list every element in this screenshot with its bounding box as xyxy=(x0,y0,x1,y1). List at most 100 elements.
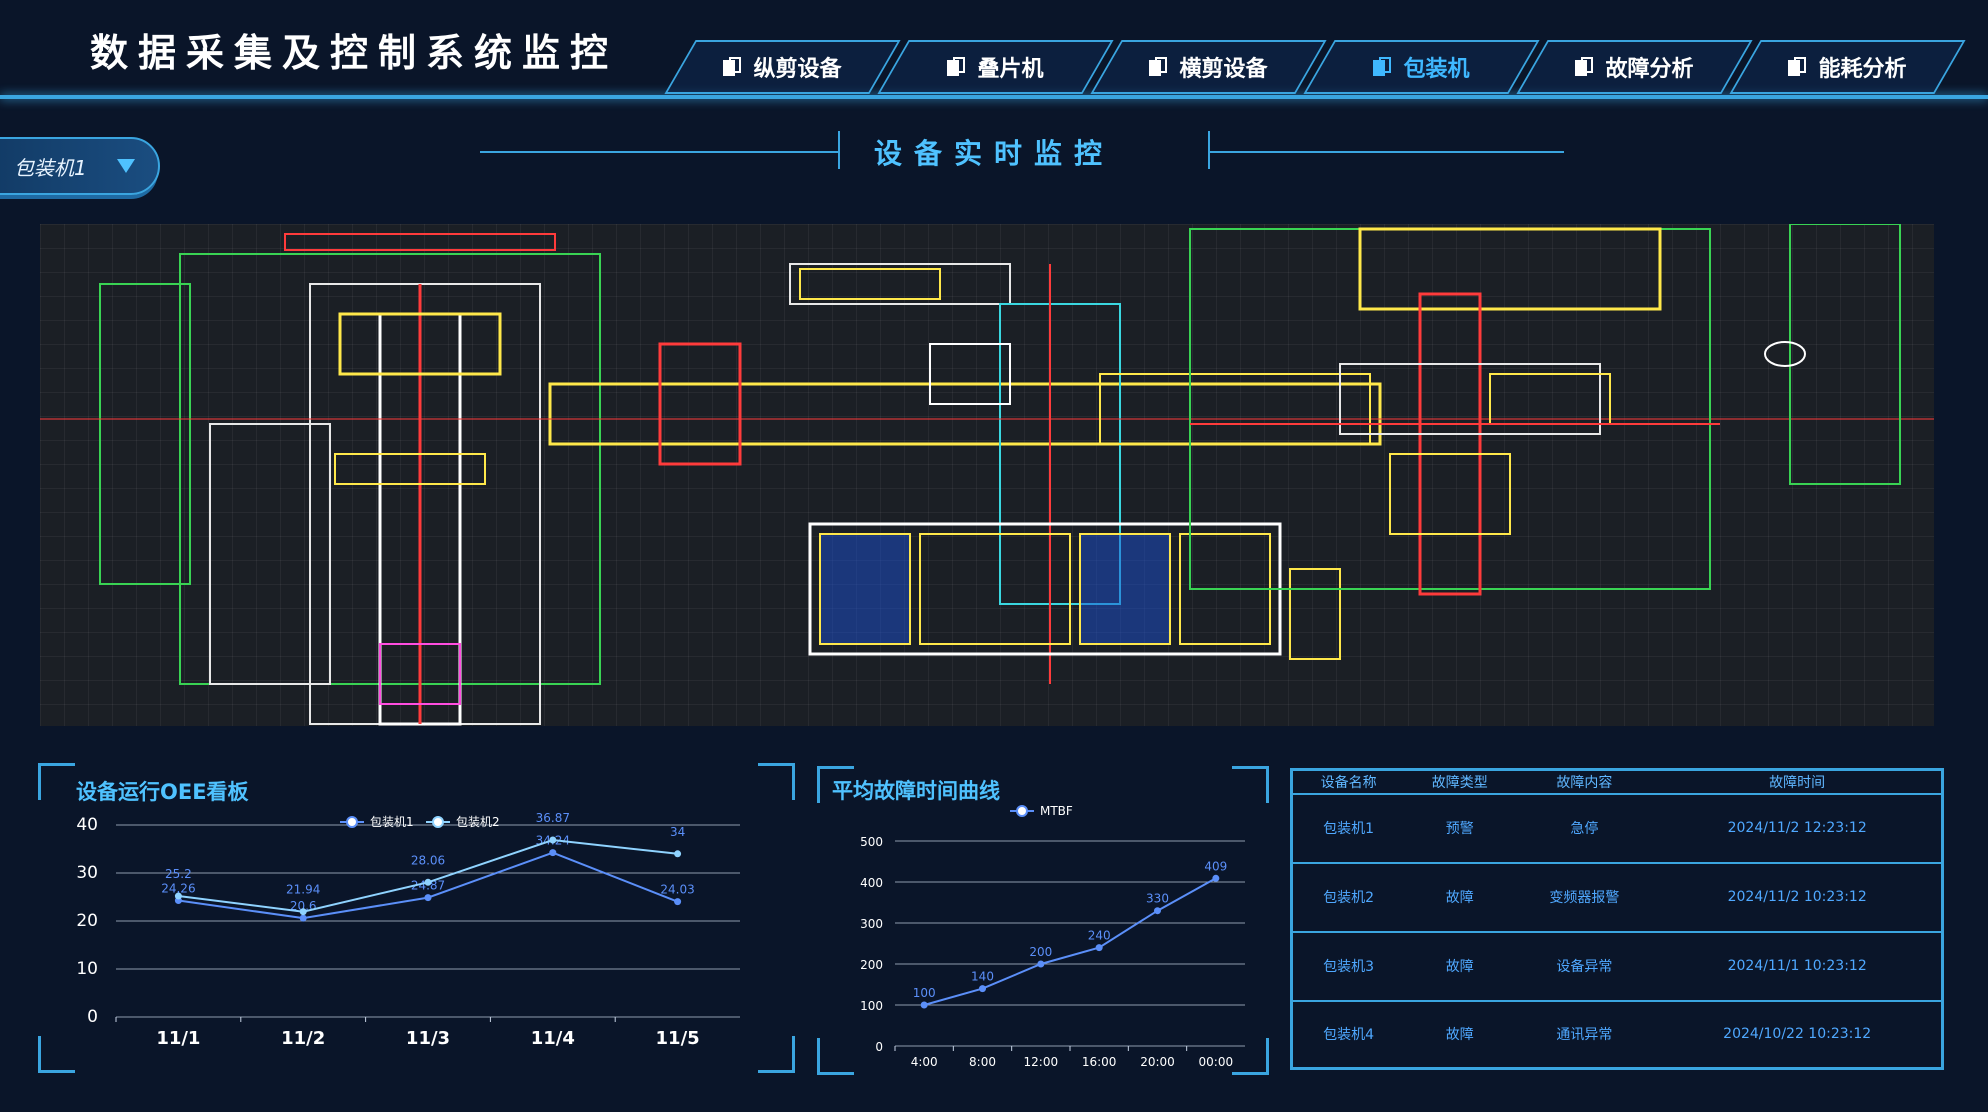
y-tick-label: 40 xyxy=(76,815,98,835)
data-point xyxy=(299,914,307,922)
tab-content: 能耗分析 xyxy=(1747,42,1948,92)
tab-3[interactable]: 横剪设备 xyxy=(1090,40,1327,94)
oee-panel-corner-tr xyxy=(758,763,795,800)
table-cell: 变频器报警 xyxy=(1515,862,1654,933)
device-select-dropdown[interactable]: 包装机1 xyxy=(0,137,160,195)
data-label: 140 xyxy=(971,970,994,984)
data-point xyxy=(424,878,432,886)
y-tick-label: 0 xyxy=(875,1040,883,1054)
data-label: 24.26 xyxy=(161,882,195,896)
table-row[interactable]: 包装机4 故障 通讯异常 2024/10/22 10:23:12 xyxy=(1293,1001,1941,1067)
table-cell: 2024/11/2 12:23:12 xyxy=(1653,794,1941,864)
x-tick-label: 8:00 xyxy=(969,1055,996,1069)
data-label: 21.94 xyxy=(286,883,320,897)
data-label: 200 xyxy=(1029,945,1052,959)
mtbf-panel-corner-tr xyxy=(1232,766,1269,803)
mtbf-panel-corner-tl xyxy=(817,766,854,803)
y-tick-label: 300 xyxy=(860,917,883,931)
tab-content: 包装机 xyxy=(1321,42,1522,92)
tab-4[interactable]: 包装机 xyxy=(1303,40,1540,94)
fault-table-header-cell: 故障内容 xyxy=(1515,771,1654,795)
table-cell: 2024/11/1 10:23:12 xyxy=(1653,931,1941,1002)
data-point xyxy=(549,849,557,857)
tab-1[interactable]: 纵剪设备 xyxy=(664,40,901,94)
legend-label: 包装机2 xyxy=(456,815,500,829)
legend-label: MTBF xyxy=(1040,804,1073,818)
x-tick-label: 12:00 xyxy=(1024,1055,1059,1069)
y-tick-label: 100 xyxy=(860,999,883,1013)
tab-content: 故障分析 xyxy=(1534,42,1735,92)
y-tick-label: 10 xyxy=(76,959,98,979)
section-title-line-left xyxy=(480,151,840,153)
data-point xyxy=(674,898,682,906)
table-cell: 2024/10/22 10:23:12 xyxy=(1723,1026,1872,1043)
document-icon xyxy=(947,57,967,77)
mtbf-panel-corner-br xyxy=(1232,1038,1269,1075)
fault-table-header-cell: 故障时间 xyxy=(1653,771,1941,795)
oee-panel-corner-br xyxy=(758,1036,795,1073)
device-select-value: 包装机1 xyxy=(14,155,87,180)
legend-swatch-marker xyxy=(346,816,358,828)
y-tick-label: 500 xyxy=(860,835,883,849)
data-label: 34 xyxy=(670,825,685,839)
fault-table-header-cell: 故障类型 xyxy=(1404,771,1516,795)
legend-swatch-marker xyxy=(1016,805,1028,817)
document-icon xyxy=(1575,57,1595,77)
data-label: 28.06 xyxy=(411,853,445,867)
equipment-schematic-view[interactable] xyxy=(40,224,1934,726)
data-label: 409 xyxy=(1204,859,1227,873)
data-point xyxy=(1154,907,1161,915)
tab-content: 横剪设备 xyxy=(1108,42,1309,92)
data-point xyxy=(920,1001,928,1009)
data-point xyxy=(979,985,986,993)
y-tick-label: 200 xyxy=(860,958,883,972)
data-point xyxy=(299,908,307,916)
x-tick-label: 11/5 xyxy=(656,1028,700,1049)
data-label: 25.2 xyxy=(165,867,192,881)
data-label: 100 xyxy=(913,986,936,1000)
section-title: 设备实时监控 xyxy=(873,137,1114,170)
legend-swatch-marker xyxy=(432,816,444,828)
x-tick-label: 16:00 xyxy=(1082,1055,1117,1069)
document-icon xyxy=(1373,57,1393,77)
table-cell: 故障 xyxy=(1404,862,1516,933)
table-cell: 包装机4 xyxy=(1323,1027,1375,1044)
chevron-down-icon[interactable] xyxy=(116,159,135,173)
page-title: 数据采集及控制系统监控 xyxy=(90,31,619,75)
data-point xyxy=(174,892,182,900)
tab-label: 包装机 xyxy=(1403,57,1470,82)
table-cell: 设备异常 xyxy=(1515,931,1654,1002)
data-point xyxy=(1037,960,1045,968)
tab-5[interactable]: 故障分析 xyxy=(1516,40,1753,94)
mtbf-panel-title: 平均故障时间曲线 xyxy=(832,779,1000,803)
data-point xyxy=(424,894,432,902)
table-cell: 包装机3 xyxy=(1293,931,1405,1002)
data-point xyxy=(549,836,557,844)
tab-2[interactable]: 叠片机 xyxy=(877,40,1114,94)
tab-content: 纵剪设备 xyxy=(682,42,883,92)
tab-6[interactable]: 能耗分析 xyxy=(1729,40,1966,94)
section-title-tick-right xyxy=(1208,131,1210,169)
table-cell: 包装机1 xyxy=(1293,794,1405,864)
table-cell: 故障 xyxy=(1404,931,1516,1002)
mtbf-panel-corner-bl xyxy=(817,1038,854,1075)
y-tick-label: 30 xyxy=(76,863,98,883)
data-label: 240 xyxy=(1088,929,1111,943)
table-cell: 包装机2 xyxy=(1293,862,1405,933)
table-cell: 急停 xyxy=(1515,794,1654,864)
oee-panel-corner-tl xyxy=(38,763,75,800)
data-label: 24.03 xyxy=(660,883,694,897)
table-cell: 预警 xyxy=(1404,794,1516,864)
data-point xyxy=(674,850,682,858)
tab-label: 故障分析 xyxy=(1605,57,1694,82)
table-cell: 通讯异常 xyxy=(1556,1027,1613,1044)
x-tick-label: 11/2 xyxy=(281,1028,325,1049)
table-cell: 2024/11/2 10:23:12 xyxy=(1653,862,1941,933)
table-cell: 故障 xyxy=(1445,1027,1474,1044)
